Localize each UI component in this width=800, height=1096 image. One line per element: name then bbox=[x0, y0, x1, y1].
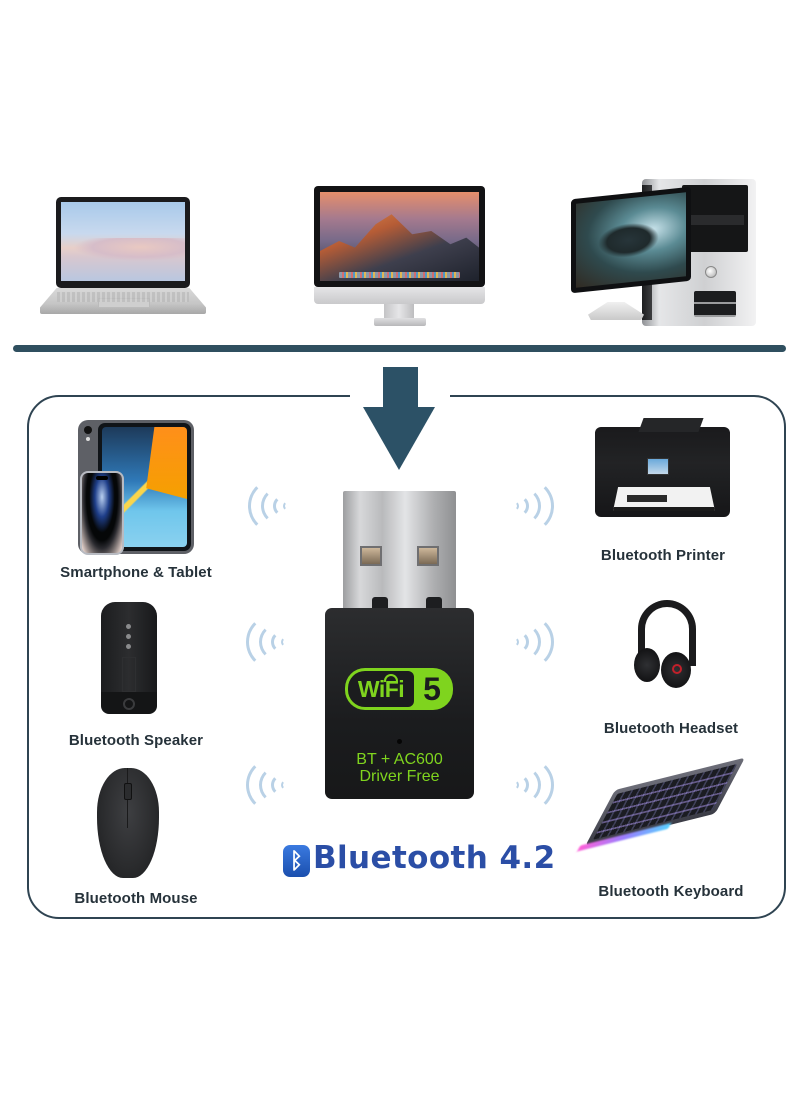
signal-waves-icon bbox=[504, 478, 554, 534]
headphones-image bbox=[634, 600, 700, 690]
adapter-line-1: BT + AC600 bbox=[356, 751, 443, 768]
down-arrow-icon bbox=[383, 367, 418, 407]
device-label: Bluetooth Mouse bbox=[74, 890, 198, 907]
adapter-text: BT + AC600 Driver Free bbox=[325, 751, 474, 785]
bluetooth-version-label: Bluetooth 4.2 bbox=[313, 840, 556, 876]
imac-screen bbox=[314, 186, 485, 287]
device-label: Smartphone & Tablet bbox=[60, 564, 212, 581]
mouse-image bbox=[97, 768, 159, 878]
adapter-line-2: Driver Free bbox=[359, 768, 440, 785]
imac-stand bbox=[384, 304, 414, 320]
imac-chin bbox=[314, 287, 485, 304]
led-indicator bbox=[397, 739, 402, 744]
wifi-icon bbox=[384, 674, 398, 682]
device-label: Bluetooth Speaker bbox=[68, 732, 204, 749]
signal-waves-icon bbox=[246, 614, 296, 670]
wifi-badge-number: 5 bbox=[423, 670, 441, 707]
device-label: Bluetooth Keyboard bbox=[598, 883, 744, 900]
down-arrow-head-icon bbox=[363, 407, 435, 470]
imac-foot bbox=[374, 318, 426, 326]
wifi5-badge: WiFi 5 bbox=[345, 668, 453, 710]
signal-waves-icon bbox=[504, 614, 554, 670]
signal-waves-icon bbox=[504, 757, 554, 813]
separator-bar bbox=[13, 345, 786, 352]
signal-waves-icon bbox=[246, 757, 296, 813]
laptop-screen bbox=[56, 197, 190, 288]
device-label: Bluetooth Printer bbox=[600, 547, 726, 564]
speaker-image bbox=[101, 602, 157, 714]
pc-monitor-stand bbox=[588, 302, 644, 320]
pc-monitor bbox=[571, 186, 691, 294]
signal-waves-icon bbox=[248, 478, 298, 534]
printer-image bbox=[595, 418, 730, 517]
device-label: Bluetooth Headset bbox=[603, 720, 739, 737]
laptop-keyboard bbox=[57, 292, 189, 302]
bluetooth-icon: ᛒ bbox=[283, 845, 310, 877]
bluetooth-symbol: ᛒ bbox=[289, 848, 304, 874]
smartphone-image bbox=[80, 471, 124, 555]
usb-connector bbox=[343, 491, 456, 611]
